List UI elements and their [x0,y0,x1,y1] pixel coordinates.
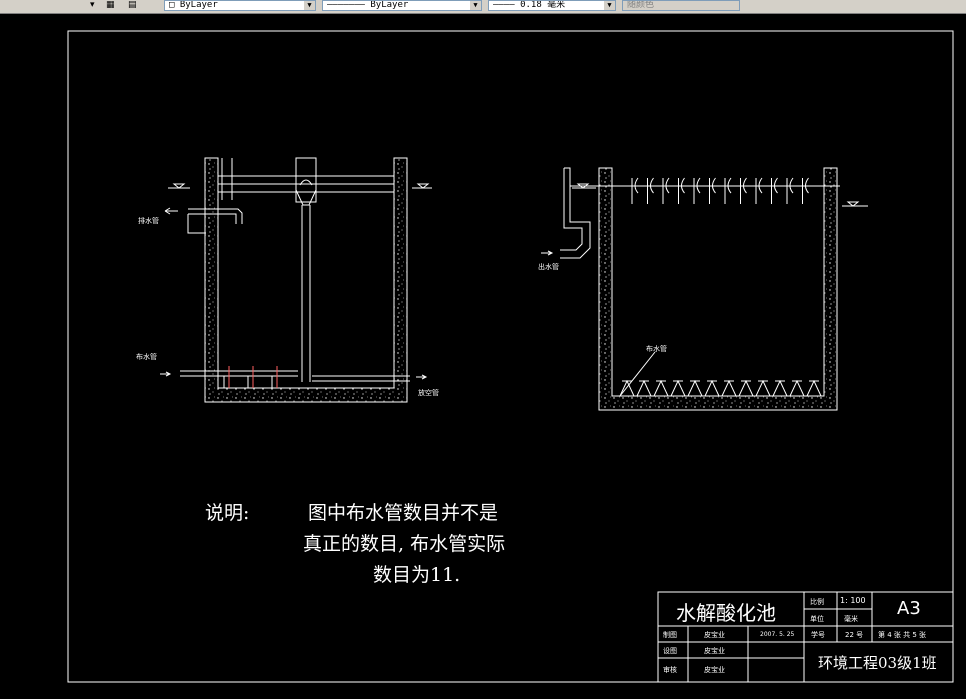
class-name: 环境工程03级1班 [818,654,937,672]
inlet-cone [772,379,788,397]
weir-hook [786,177,794,204]
weir-hook [678,177,685,204]
drawing-canvas[interactable] [0,14,966,699]
inlet-cone [704,379,720,397]
inlet-cone [721,379,737,397]
linetype-combo[interactable]: ——————— ByLayer ▼ [322,0,482,11]
properties-toolbar: ▾ ▦ ▤ □ ByLayer ▼ ——————— ByLayer ▼ ————… [0,0,966,14]
inlet-cone [806,379,822,397]
left-tank-section [160,157,432,403]
note-line-1: 图中布水管数目并不是 [308,502,499,524]
weir-hook [709,177,716,204]
layer-states-icon[interactable]: ▦ [106,0,115,10]
drawn-label: 制图 [663,631,677,639]
weir-hook [802,177,809,204]
lineweight-combo-value: 0.18 毫米 [520,0,566,10]
inlet-cone [755,379,771,397]
right-bottom-cones [619,379,822,397]
sheet-count: 第 4 张 共 5 张 [878,631,927,639]
weir-hook [631,177,639,204]
drawn-name: 皮宝业 [704,631,725,639]
left-red-risers [228,366,278,388]
inlet-cone [636,379,652,397]
color-swatch: □ [169,0,180,10]
weir-hook [771,177,778,204]
chevron-down-icon[interactable]: ▼ [304,1,315,10]
inlet-cone [670,379,686,397]
weir-hook [740,177,747,204]
student-no-label: 学号 [811,631,825,639]
scale-label: 比例 [810,598,824,606]
title-block [657,591,954,683]
color-combo-value: ByLayer [179,0,218,10]
note-line-3: 数目为11. [373,564,461,586]
design-name: 皮宝业 [704,647,725,655]
note-label: 说明: [205,502,250,524]
weir-hook [647,177,654,204]
drawn-date: 2007. 5. 25 [760,631,795,638]
plotstyle-combo-value: 随颜色 [627,0,655,10]
left-drain-pipe-label: 排水管 [138,217,159,225]
right-inlet-pipe-label: 布水管 [646,345,667,353]
inlet-cone [687,379,703,397]
check-label: 审核 [663,666,677,674]
drawing-title: 水解酸化池 [676,601,776,625]
color-combo[interactable]: □ ByLayer ▼ [164,0,316,11]
weir-hook [693,177,701,204]
right-weir-hooks [631,177,809,204]
inlet-cone [653,379,669,397]
chevron-down-icon[interactable]: ▼ [470,1,481,10]
sheet-border [67,30,954,683]
unit-value: 毫米 [844,615,858,623]
plotstyle-combo: 随颜色 [622,0,740,11]
left-inlet-pipe-label: 布水管 [136,353,157,361]
weir-hook [755,177,763,204]
weir-hook [724,177,732,204]
lineweight-sample: ———— [493,0,521,10]
chevron-down-icon[interactable]: ▼ [604,1,615,10]
weir-hook [662,177,670,204]
right-outlet-pipe-label: 出水管 [538,263,559,271]
right-inlet-leader [619,351,656,397]
layer-previous-icon[interactable]: ▤ [128,0,137,10]
student-no-value: 22 号 [845,631,864,639]
lineweight-combo[interactable]: ———— 0.18 毫米 ▼ [488,0,616,11]
layer-dropdown-arrow[interactable]: ▾ [90,0,95,10]
unit-label: 单位 [810,615,824,623]
scale-value: 1: 100 [840,596,866,605]
note-line-2: 真正的数目, 布水管实际 [303,533,506,555]
left-sludge-pipe-label: 放空管 [418,389,439,397]
linetype-sample: ——————— [327,0,371,10]
design-label: 设图 [663,647,677,655]
inlet-cone [789,379,805,397]
inlet-cone [738,379,754,397]
linetype-combo-value: ByLayer [370,0,409,10]
right-tank-section [541,167,868,411]
sheet-size: A3 [897,598,921,619]
vertical-scrollbar[interactable] [958,14,966,699]
check-name: 皮宝业 [704,666,725,674]
inlet-cone [619,379,635,397]
